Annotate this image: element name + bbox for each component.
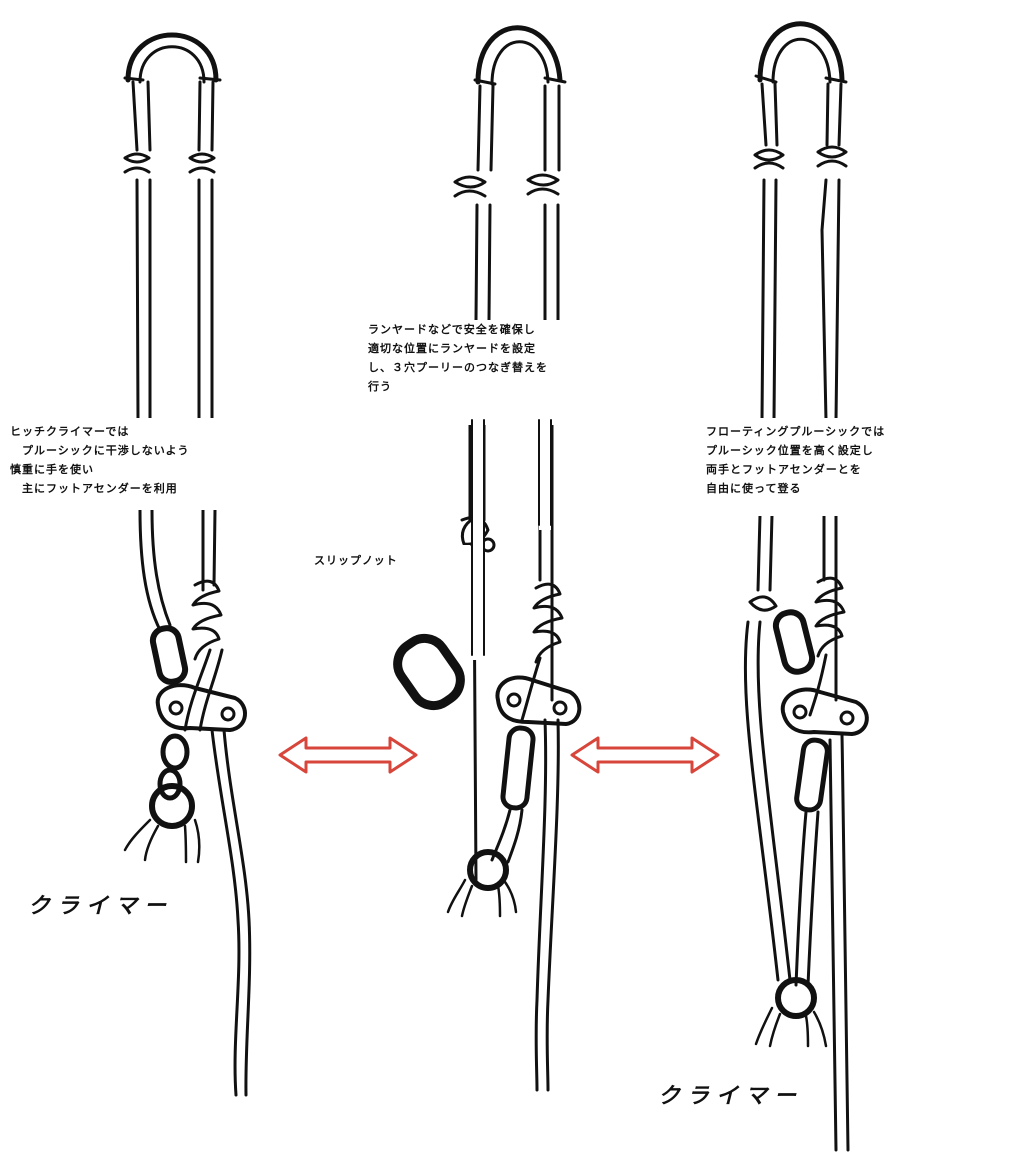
left-rope-leg-1 [133,82,150,150]
middle-prusik-knot [534,584,562,662]
right-note: フローティングプルーシックでは プルーシック位置を高く設定し 両手とフットアセン… [706,422,1016,498]
double-arrow-right [572,738,718,772]
left-tail-rope [212,730,239,1095]
left-rope-system [125,35,250,1095]
right-prusik-knot [816,578,844,656]
middle-pulley-plate [497,677,579,724]
middle-note: ランヤードなどで安全を確保し 適切な位置にランヤードを設定 し、３穴プーリーのつ… [368,320,678,396]
left-harness-ring [152,786,192,826]
right-carabiner [773,610,815,675]
middle-carabiner-detached [389,630,469,714]
climber-label-right: クライマー [658,1078,803,1110]
right-tail-rope [836,580,848,1150]
slip-knot-label: スリップノット [314,551,398,570]
double-arrow-left [280,738,416,772]
right-break-mark [755,147,846,168]
climber-label-left: クライマー [28,888,173,920]
middle-break-mark [455,175,558,196]
left-prusik-knot [193,581,221,659]
left-carabiner [151,626,188,684]
left-note: ヒッチクライマーでは プルーシックに干渉しないよう 慎重に手を使い 主にフットア… [10,422,320,498]
left-break-mark [125,154,214,172]
left-rope-leg-2 [199,82,213,150]
right-rope-system [745,24,867,1150]
middle-tail-rope [547,580,558,1090]
